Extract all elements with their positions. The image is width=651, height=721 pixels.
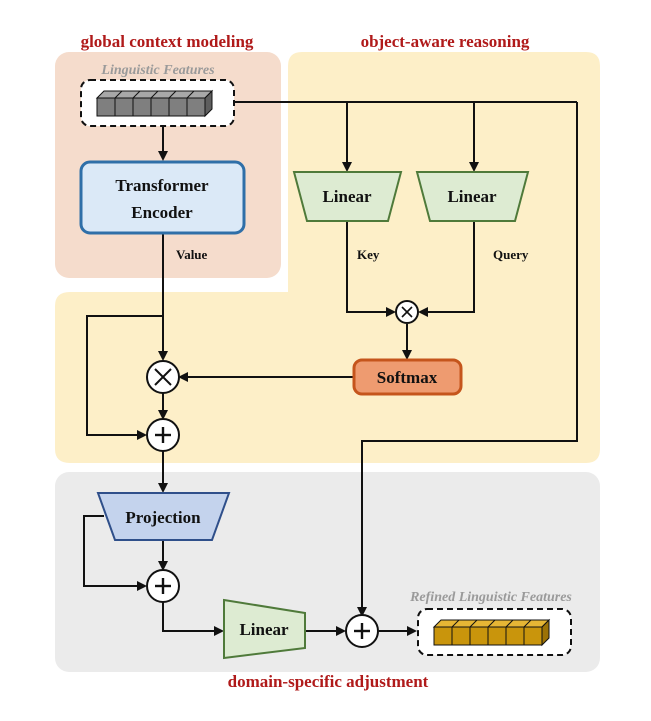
- attention-residual-add-op: [146, 418, 180, 452]
- transformer-encoder-label-line2: Encoder: [131, 203, 193, 222]
- output-feature-tensor: [432, 618, 551, 647]
- linear-query-label: Linear: [447, 187, 497, 206]
- linear-final-block: [223, 598, 306, 660]
- key-query-multiply-op: [395, 300, 419, 324]
- linear-final-label: Linear: [239, 620, 289, 639]
- softmax-label: Softmax: [377, 368, 438, 387]
- softmax-block: [352, 358, 463, 396]
- query-label: Query: [493, 247, 529, 262]
- linear-key-block: [292, 171, 403, 222]
- connectors: [83, 101, 578, 636]
- value-label: Value: [176, 247, 208, 262]
- section-title-global: global context modeling: [81, 32, 254, 51]
- projection-block: [96, 492, 231, 541]
- attention-multiply-op: [146, 360, 180, 394]
- linear-key-label: Linear: [322, 187, 372, 206]
- projection-label: Projection: [125, 508, 201, 527]
- transformer-encoder-label-line1: Transformer: [115, 176, 209, 195]
- input-features-caption: Linguistic Features: [100, 63, 215, 78]
- transformer-encoder-block: [79, 160, 246, 235]
- output-features-caption: Refined Linguistic Features: [409, 590, 572, 605]
- section-title-object: object-aware reasoning: [361, 32, 530, 51]
- section-title-domain: domain-specific adjustment: [228, 672, 429, 691]
- linear-query-block: [415, 171, 530, 222]
- key-label: Key: [357, 247, 380, 262]
- projection-residual-add-op: [146, 569, 180, 603]
- final-add-op: [345, 614, 379, 648]
- object-aware-region: [55, 52, 600, 463]
- input-feature-tensor: [95, 89, 214, 118]
